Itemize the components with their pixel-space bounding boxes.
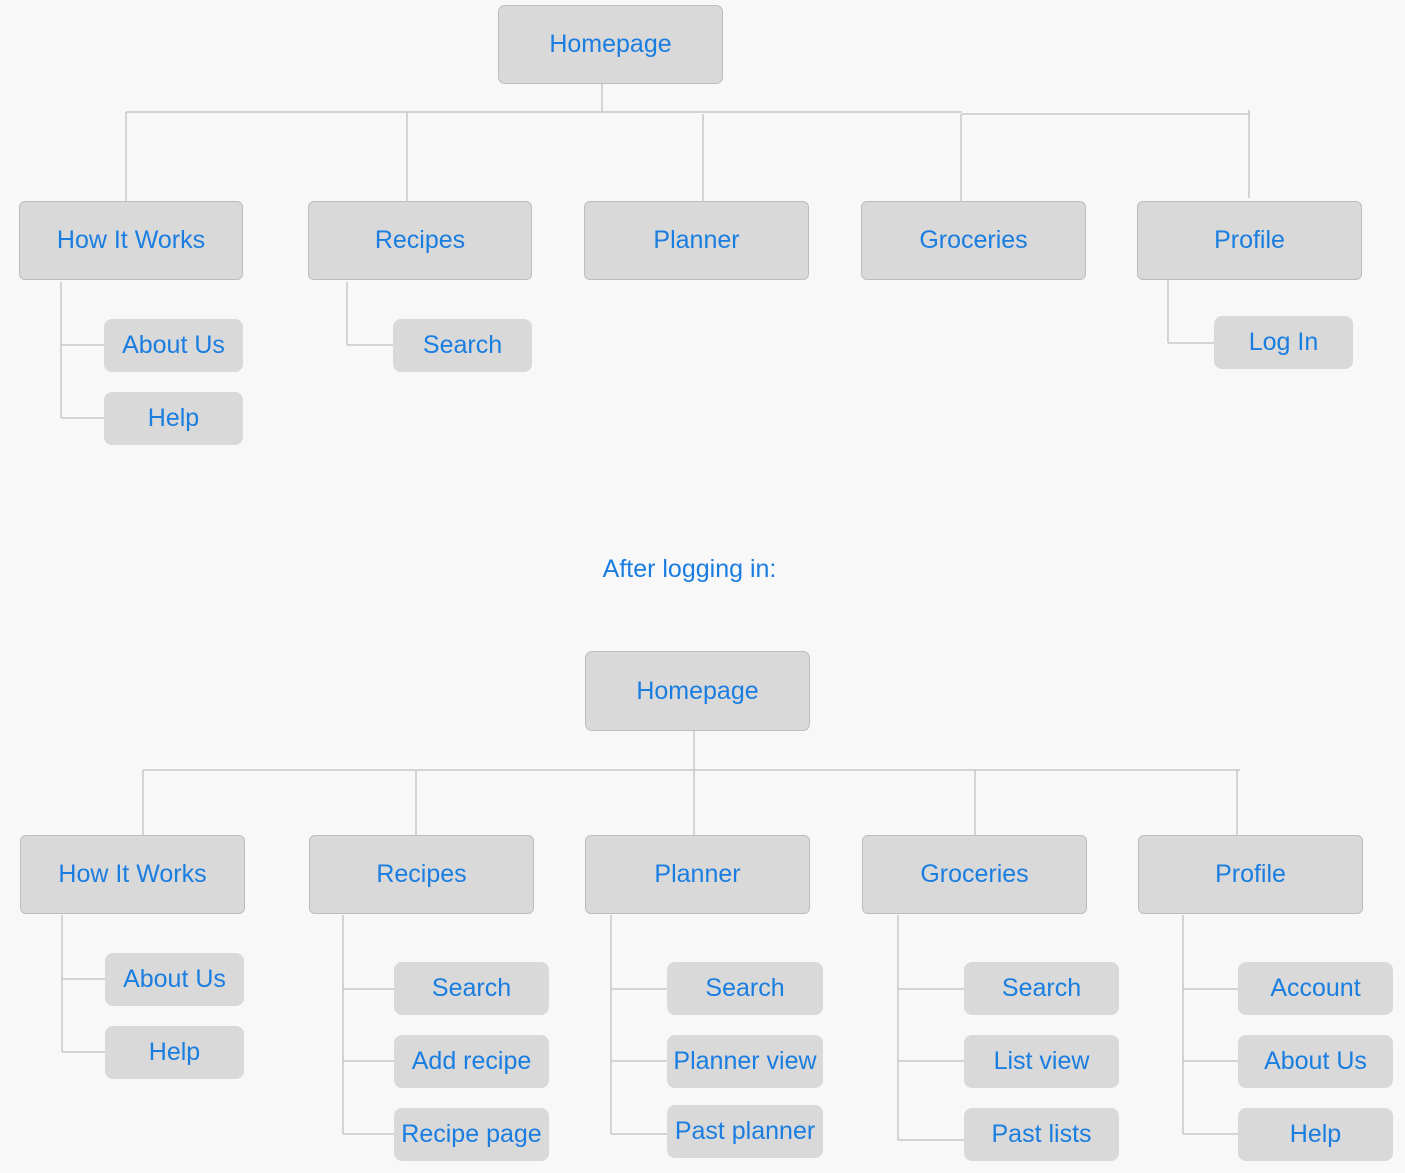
planner-view-node: Planner view bbox=[667, 1035, 823, 1088]
planner-search-node: Search bbox=[667, 962, 823, 1015]
list-view-node: List view bbox=[964, 1035, 1119, 1088]
past-lists-node: Past lists bbox=[964, 1108, 1119, 1161]
homepage-node: Homepage bbox=[498, 5, 723, 84]
groceries-node: Groceries bbox=[861, 201, 1086, 280]
how-it-works-node: How It Works bbox=[20, 835, 245, 914]
recipes-node: Recipes bbox=[308, 201, 532, 280]
planner-node: Planner bbox=[584, 201, 809, 280]
groceries-node: Groceries bbox=[862, 835, 1087, 914]
profile-node: Profile bbox=[1137, 201, 1362, 280]
log-in-node: Log In bbox=[1214, 316, 1353, 369]
how-it-works-node: How It Works bbox=[19, 201, 243, 280]
past-planner-node: Past planner bbox=[667, 1105, 823, 1158]
account-node: Account bbox=[1238, 962, 1393, 1015]
about-us-node: About Us bbox=[105, 953, 244, 1006]
profile-node: Profile bbox=[1138, 835, 1363, 914]
add-recipe-node: Add recipe bbox=[394, 1035, 549, 1088]
help-node: Help bbox=[104, 392, 243, 445]
recipes-search-node: Search bbox=[394, 962, 549, 1015]
after-login-caption: After logging in: bbox=[602, 555, 777, 583]
search-node: Search bbox=[393, 319, 532, 372]
about-us-node: About Us bbox=[104, 319, 243, 372]
recipes-node: Recipes bbox=[309, 835, 534, 914]
groceries-search-node: Search bbox=[964, 962, 1119, 1015]
homepage-node: Homepage bbox=[585, 651, 810, 731]
profile-about-us-node: About Us bbox=[1238, 1035, 1393, 1088]
planner-node: Planner bbox=[585, 835, 810, 914]
recipe-page-node: Recipe page bbox=[394, 1108, 549, 1161]
profile-help-node: Help bbox=[1238, 1108, 1393, 1161]
help-node: Help bbox=[105, 1026, 244, 1079]
